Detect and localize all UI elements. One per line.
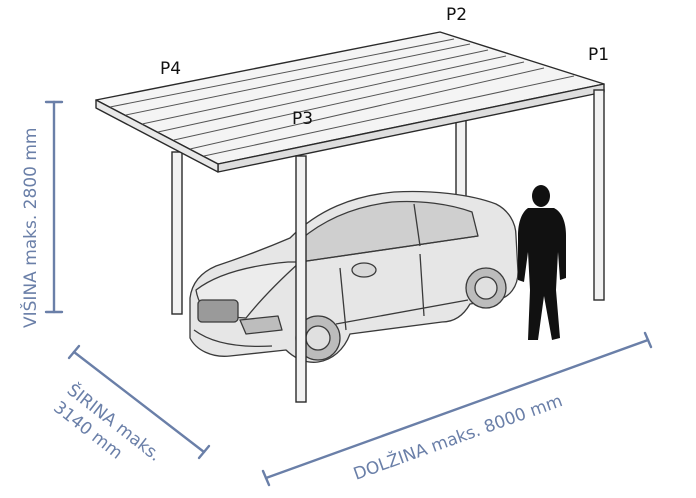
car-windows bbox=[299, 200, 479, 263]
front-posts bbox=[295, 89, 605, 403]
post-p4 bbox=[171, 151, 183, 315]
length-dimension-line bbox=[261, 331, 653, 487]
label-p1: P1 bbox=[588, 45, 609, 65]
car-rear-hub bbox=[474, 276, 498, 300]
car-bumper bbox=[193, 329, 273, 348]
width-dimension-line bbox=[67, 344, 211, 460]
post-p3 bbox=[295, 155, 307, 403]
label-p3: P3 bbox=[292, 109, 313, 129]
car-door-line bbox=[339, 253, 425, 331]
car-front-hub bbox=[305, 325, 331, 351]
post-labels: P2 P1 P4 P3 bbox=[160, 5, 609, 129]
car-window-divider bbox=[413, 203, 421, 247]
width-label: ŠIRINA maks. 3140 mm bbox=[49, 379, 166, 466]
person-body bbox=[518, 208, 566, 340]
car-illustration bbox=[189, 190, 519, 363]
height-label: VIŠINA maks. 2800 mm bbox=[19, 128, 41, 328]
car-beltline bbox=[299, 235, 479, 263]
post-p1 bbox=[593, 89, 605, 301]
car-sill bbox=[335, 299, 469, 325]
car-grille bbox=[197, 299, 239, 323]
person-silhouette bbox=[518, 185, 566, 340]
car-mirror bbox=[351, 262, 377, 278]
label-p2: P2 bbox=[446, 5, 467, 25]
roof-planks bbox=[109, 38, 575, 157]
height-dimension-line bbox=[44, 100, 64, 314]
label-p4: P4 bbox=[160, 59, 181, 79]
roof-side-fascia bbox=[95, 99, 219, 173]
car-headlight bbox=[239, 315, 283, 335]
dimension-lines bbox=[44, 100, 653, 487]
person-head bbox=[532, 185, 550, 207]
carport-roof bbox=[95, 31, 605, 173]
